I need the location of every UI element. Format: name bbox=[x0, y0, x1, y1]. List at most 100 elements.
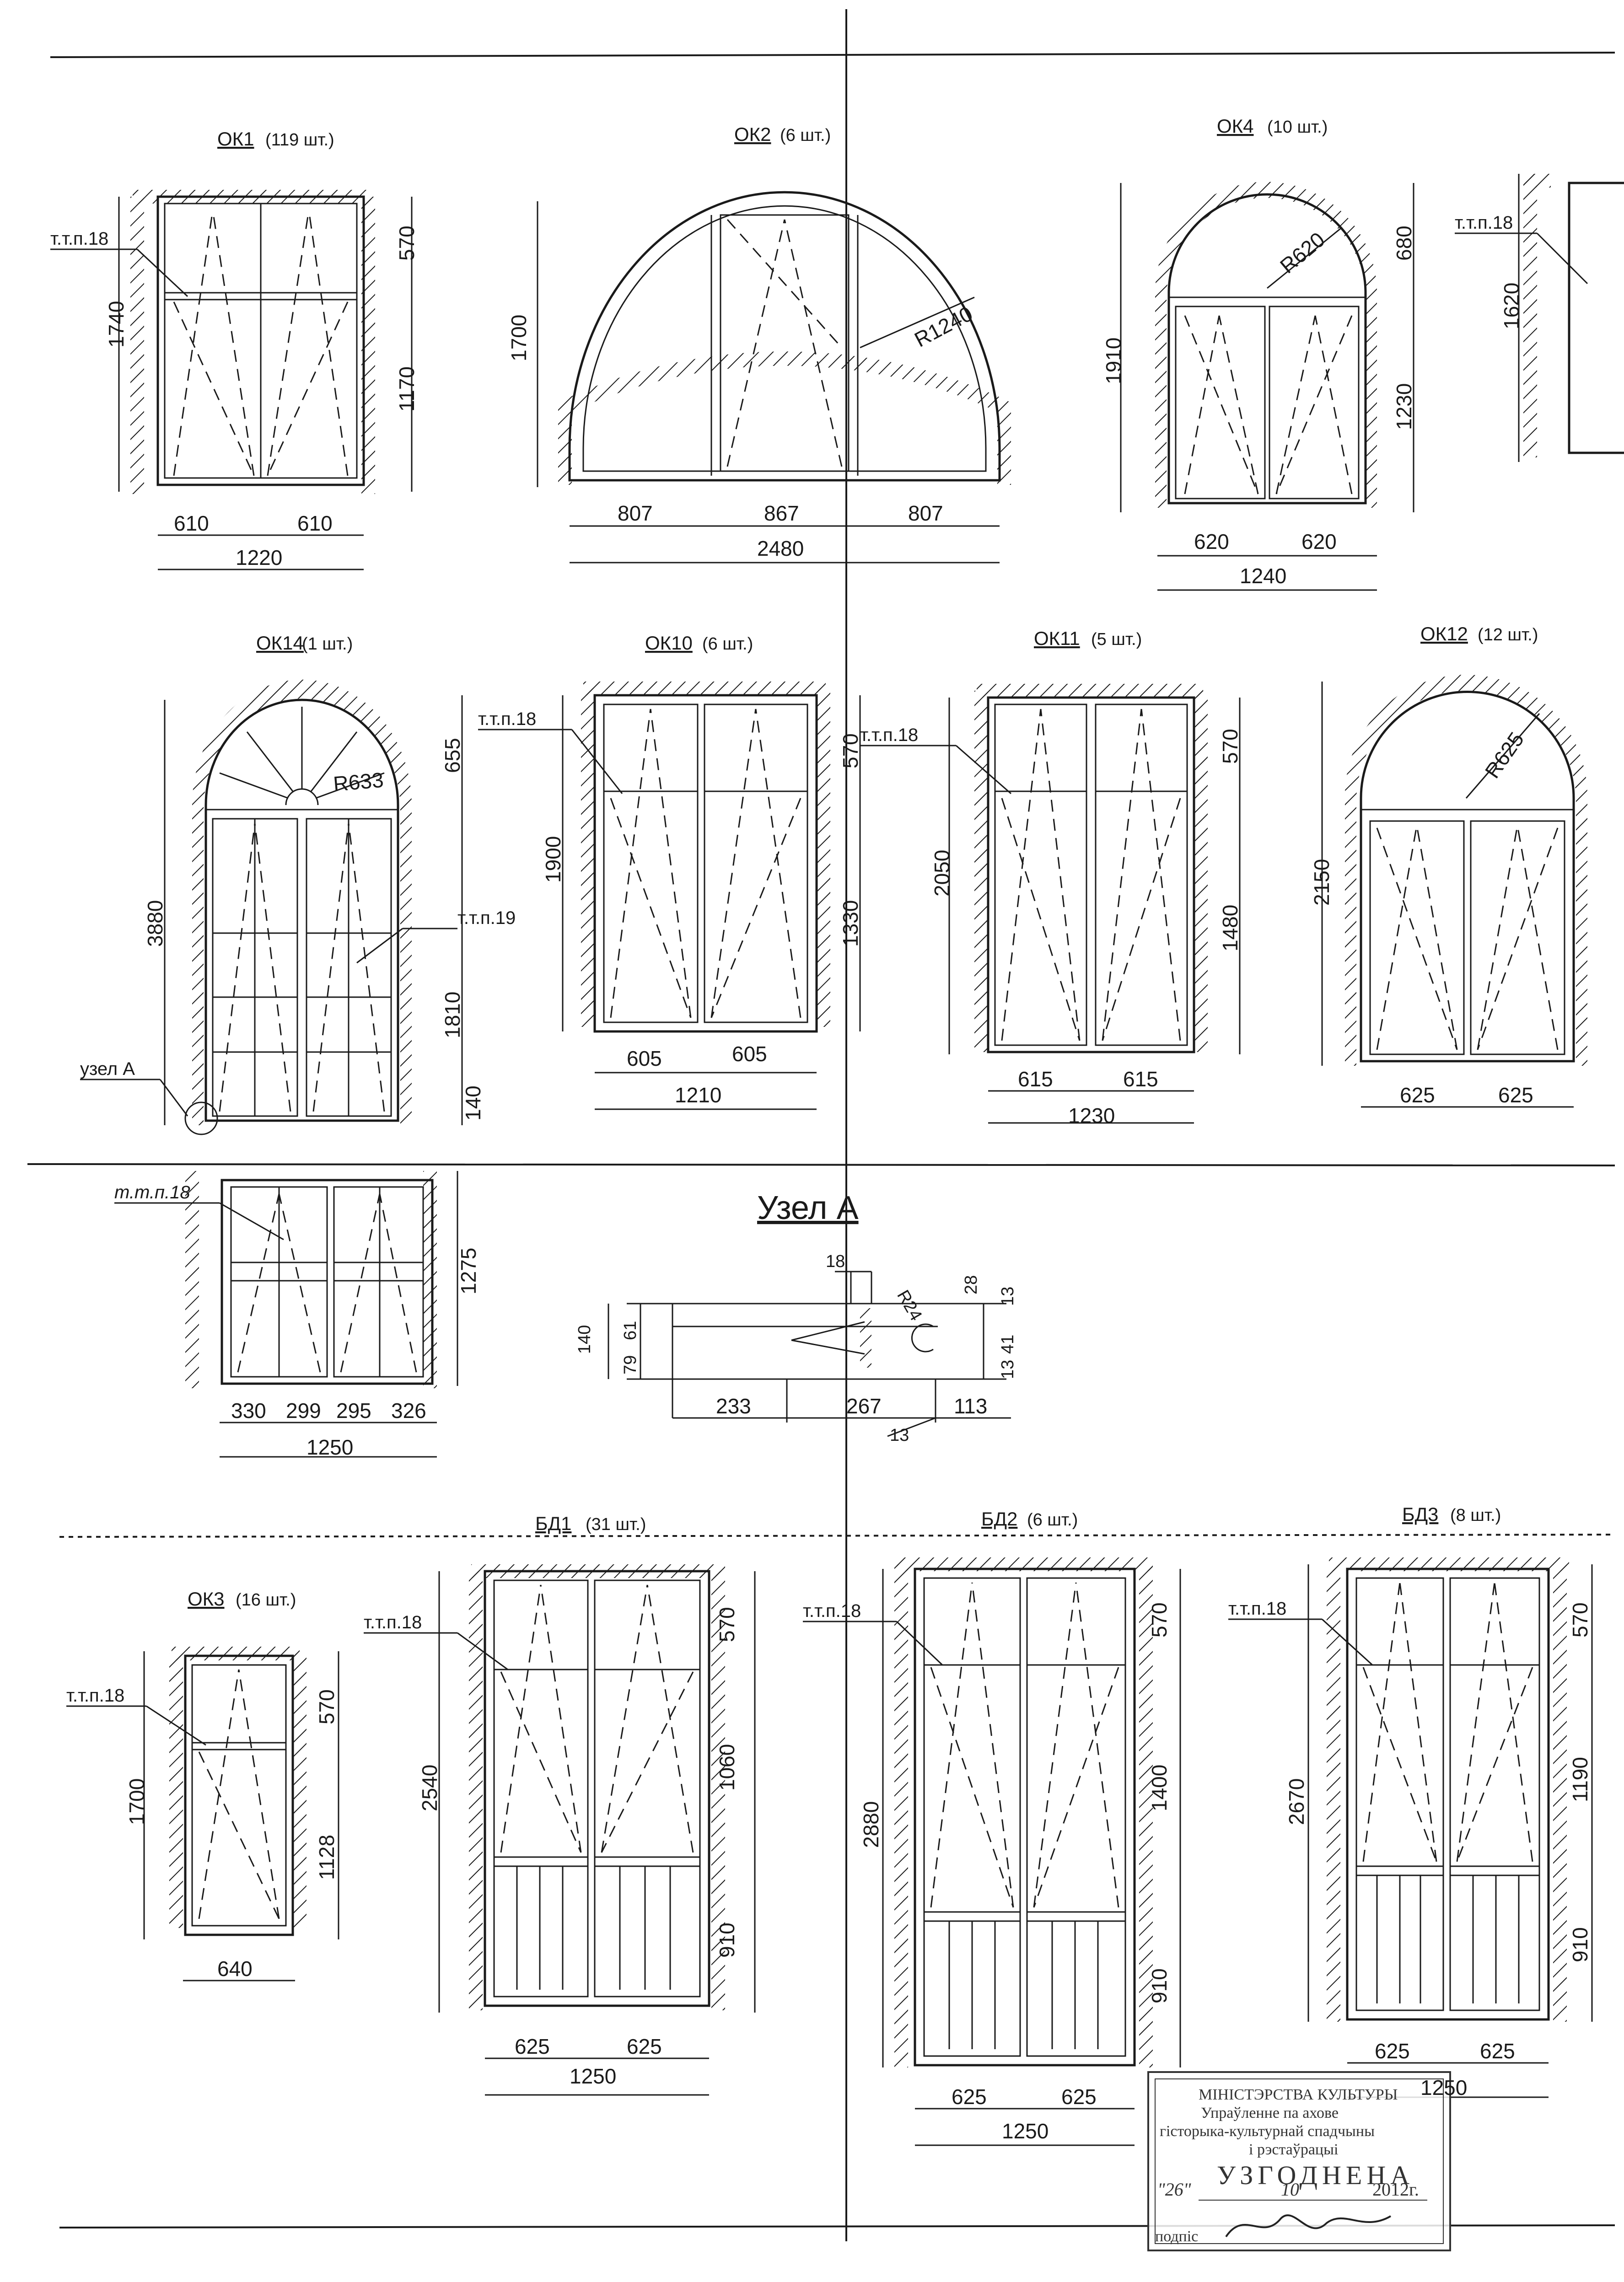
bd2-note: т.т.п.18 bbox=[803, 1601, 861, 1621]
ok14b-s2: 299 bbox=[286, 1399, 321, 1423]
ok10-note: т.т.п.18 bbox=[478, 709, 536, 729]
window-ok11: ОК11 (5 шт.) т.т.п.18 2050 570 1480 615 … bbox=[860, 628, 1242, 1128]
ok14b-s1: 330 bbox=[231, 1399, 266, 1423]
ok3-total-w: 640 bbox=[217, 1957, 253, 1981]
ok14-count: (1 шт.) bbox=[302, 634, 353, 654]
stamp-line3: гісторыка-культурнай спадчыны bbox=[1160, 2123, 1375, 2140]
ok14-note: т.т.п.19 bbox=[457, 908, 516, 928]
window-ok14-lower: т.т.п.18 1275 330 299 295 326 1250 bbox=[114, 1171, 480, 1459]
ok3-height: 1700 bbox=[125, 1778, 149, 1825]
bd2-title: БД2 bbox=[981, 1508, 1017, 1530]
ok11-bottom: 1480 bbox=[1218, 905, 1242, 951]
ok2-total-w: 2480 bbox=[757, 537, 804, 560]
ok11-height: 2050 bbox=[930, 850, 954, 897]
bd3-left-w: 625 bbox=[1375, 2039, 1410, 2063]
ok4-top: 680 bbox=[1392, 226, 1416, 261]
bd1-total-w: 1250 bbox=[570, 2064, 616, 2088]
ok12-radius: R625 bbox=[1480, 728, 1529, 783]
ok4-total-w: 1240 bbox=[1240, 564, 1286, 588]
bd1-left-w: 625 bbox=[515, 2035, 550, 2058]
ok4-count: (10 шт.) bbox=[1267, 118, 1328, 137]
ok4-radius: R620 bbox=[1275, 227, 1329, 278]
ok3-title: ОК3 bbox=[188, 1588, 225, 1610]
node-a-233: 233 bbox=[716, 1394, 751, 1418]
bd3-title: БД3 bbox=[1402, 1503, 1438, 1525]
ok14-top: 655 bbox=[441, 738, 464, 773]
ok10-top: 570 bbox=[839, 733, 862, 768]
node-a-140: 140 bbox=[575, 1325, 594, 1354]
ok4-right-w: 620 bbox=[1301, 530, 1337, 553]
bd2-middle: 1400 bbox=[1147, 1765, 1171, 1811]
ok2-seg3: 807 bbox=[908, 501, 943, 525]
bd1-title: БД1 bbox=[535, 1513, 571, 1534]
ok10-title: ОК10 bbox=[645, 632, 693, 654]
ok10-count: (6 шт.) bbox=[702, 634, 753, 654]
ok14b-s4: 326 bbox=[391, 1399, 426, 1423]
ok3-bottom: 1128 bbox=[315, 1835, 339, 1880]
ok12-right-w: 625 bbox=[1498, 1083, 1533, 1107]
window-ok3: ОК3 (16 шт.) т.т.п.18 1700 570 1128 640 bbox=[66, 1588, 339, 1981]
bd3-right-w: 625 bbox=[1480, 2039, 1515, 2063]
bd3-middle: 1190 bbox=[1568, 1757, 1592, 1802]
bd1-middle: 1060 bbox=[715, 1744, 739, 1791]
door-bd1: БД1 (31 шт.) т.т.п.18 2540 570 1060 910 … bbox=[364, 1513, 756, 2096]
stamp-month: 10 bbox=[1281, 2179, 1299, 2200]
bd2-height: 2880 bbox=[859, 1801, 883, 1848]
bd2-count: (6 шт.) bbox=[1027, 1510, 1078, 1530]
ok4-left-w: 620 bbox=[1194, 530, 1229, 553]
ok4-height: 1910 bbox=[1102, 338, 1125, 384]
bd3-note: т.т.п.18 bbox=[1228, 1599, 1286, 1619]
stamp-sign-label: подпіс bbox=[1155, 2228, 1198, 2245]
window-ok4: ОК4 (10 шт.) R620 1910 680 1230 620 620 … bbox=[1102, 115, 1416, 591]
ok11-right-w: 615 bbox=[1123, 1067, 1158, 1091]
ok14-bottom: 140 bbox=[461, 1085, 485, 1121]
ok11-count: (5 шт.) bbox=[1091, 630, 1142, 649]
ok12-height: 2150 bbox=[1310, 859, 1334, 906]
ok12-left-w: 625 bbox=[1400, 1083, 1435, 1107]
signature-scribble bbox=[1225, 2214, 1392, 2238]
sheet-borders bbox=[27, 9, 1615, 2241]
window-partial: т.т.п.18 1620 bbox=[1455, 174, 1624, 462]
ok14b-total-w: 1250 bbox=[307, 1435, 353, 1459]
bd1-bottom: 910 bbox=[715, 1922, 739, 1958]
ok4-title: ОК4 bbox=[1217, 115, 1254, 137]
bd3-top: 570 bbox=[1568, 1602, 1592, 1638]
window-ok12: ОК12 (12 шт.) R625 2150 625 625 bbox=[1310, 623, 1587, 1108]
ok1-right-w: 610 bbox=[297, 511, 333, 535]
ok14b-s3: 295 bbox=[336, 1399, 371, 1423]
ok1-title: ОК1 bbox=[217, 128, 254, 150]
bd3-bottom: 910 bbox=[1568, 1927, 1592, 1962]
ok1-total-w: 1220 bbox=[236, 546, 282, 569]
window-ok1: ОК1 (119 шт.) т.т.п.18 1740 570 1170 610… bbox=[50, 128, 419, 570]
bd1-height: 2540 bbox=[418, 1765, 441, 1811]
ok3-count: (16 шт.) bbox=[236, 1590, 296, 1610]
stamp-line4: і рэстаўрацыі bbox=[1249, 2141, 1338, 2158]
stamp-approved: УЗГОДНЕНА bbox=[1217, 2160, 1414, 2190]
node-a-13b: 13 bbox=[998, 1360, 1017, 1379]
ok1-height: 1740 bbox=[104, 301, 128, 348]
ok2-count: (6 шт.) bbox=[780, 126, 831, 145]
bd2-right-w: 625 bbox=[1061, 2085, 1097, 2109]
bd1-right-w: 625 bbox=[627, 2035, 662, 2058]
ok10-bottom: 1330 bbox=[839, 900, 862, 947]
bd1-note: т.т.п.18 bbox=[364, 1612, 422, 1632]
stamp-line1: МІНІСТЭРСТВА КУЛЬТУРЫ bbox=[1199, 2086, 1398, 2103]
node-a-41: 41 bbox=[998, 1335, 1017, 1354]
node-a-detail: Узел А 18 R24 28 13 140 61 79 41 13 233 … bbox=[575, 1190, 1017, 1445]
window-ok14: ОК14 (1 шт.) R633 т.т.п.19 узел А 3880 6… bbox=[80, 632, 516, 1135]
node-a-61: 61 bbox=[621, 1321, 640, 1340]
ok4-bottom: 1230 bbox=[1392, 383, 1416, 430]
bd2-top: 570 bbox=[1147, 1602, 1171, 1638]
ok1-note: т.т.п.18 bbox=[50, 229, 108, 249]
ok2-seg1: 807 bbox=[618, 501, 653, 525]
ok14b-note: т.т.п.18 bbox=[114, 1182, 190, 1203]
bd1-top: 570 bbox=[715, 1607, 739, 1642]
node-a-267: 267 bbox=[846, 1394, 882, 1418]
ok2-height: 1700 bbox=[507, 315, 531, 361]
ok3-top: 570 bbox=[315, 1689, 339, 1724]
ok12-count: (12 шт.) bbox=[1478, 625, 1538, 644]
ok12-title: ОК12 bbox=[1420, 623, 1468, 644]
ok1-bottom: 1170 bbox=[395, 366, 419, 412]
node-a-28: 28 bbox=[962, 1275, 981, 1294]
bd3-height: 2670 bbox=[1285, 1778, 1308, 1825]
